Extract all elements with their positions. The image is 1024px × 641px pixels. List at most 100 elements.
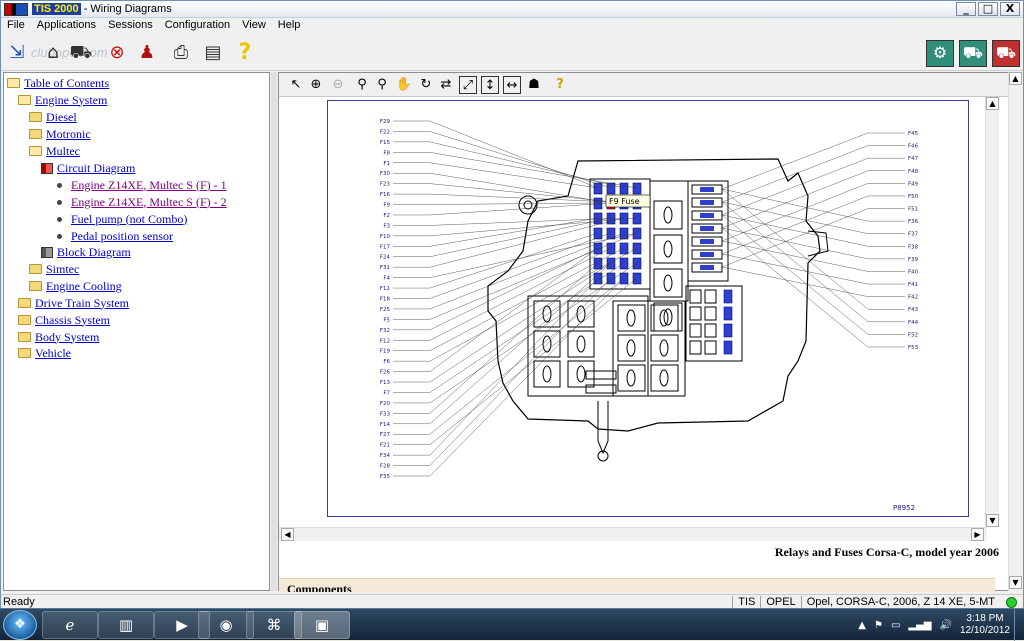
scroll-right-icon[interactable]: ▶: [971, 528, 984, 541]
title-bar[interactable]: TIS 2000 - Wiring Diagrams _ □ X: [1, 1, 1023, 18]
tree-item-diesel[interactable]: Diesel: [29, 109, 77, 125]
tree-link[interactable]: Engine Cooling: [46, 278, 122, 293]
zoom-icon[interactable]: ⚲: [357, 77, 367, 92]
fuse-right: [723, 306, 733, 321]
tis-taskbar-icon[interactable]: ▣: [294, 611, 350, 639]
tree-item-circuit-diagram[interactable]: Circuit Diagram: [41, 160, 135, 176]
car-icon[interactable]: ⛟: [69, 42, 93, 63]
page-scroll-down-icon[interactable]: ▼: [1009, 576, 1022, 589]
vehicle-service-icon[interactable]: ⛟: [992, 40, 1020, 67]
rotate-icon[interactable]: ↻: [420, 77, 432, 92]
flip-icon[interactable]: ⇄: [440, 77, 452, 92]
tree-item-fuel-pump[interactable]: Fuel pump (not Combo): [54, 211, 187, 227]
tree-link[interactable]: Simtec: [46, 261, 80, 276]
tree-item-motronic[interactable]: Motronic: [29, 126, 91, 142]
tree-item-drive-train[interactable]: Drive Train System: [18, 295, 129, 311]
zoom-out-icon[interactable]: ⊖: [332, 77, 344, 92]
tree-link[interactable]: Block Diagram: [57, 244, 131, 259]
exit-door-icon[interactable]: ⇲: [9, 42, 25, 63]
print-icon[interactable]: ⎙: [173, 42, 189, 63]
ie-browser-icon[interactable]: ℯ: [42, 611, 98, 639]
tree-link[interactable]: Diesel: [46, 109, 77, 124]
tree-item-block-diagram[interactable]: Block Diagram: [41, 244, 131, 260]
maximize-button[interactable]: □: [978, 2, 998, 16]
clock[interactable]: 3:18 PM 12/10/2012: [960, 613, 1010, 637]
menu-help[interactable]: Help: [277, 19, 301, 31]
tree-item-vehicle[interactable]: Vehicle: [18, 345, 71, 361]
start-button-icon[interactable]: ❖: [3, 610, 37, 640]
tree-item-pedal-sensor[interactable]: Pedal position sensor: [54, 228, 173, 244]
home-icon[interactable]: ⌂: [47, 42, 59, 63]
menu-configuration[interactable]: Configuration: [164, 19, 231, 31]
keyboard-icon[interactable]: ▤: [204, 42, 222, 63]
fit-width-icon[interactable]: ↔: [503, 76, 521, 94]
network-icon[interactable]: ▂▄▆: [908, 619, 932, 631]
tree-item-body[interactable]: Body System: [18, 329, 99, 345]
menu-file[interactable]: File: [7, 19, 25, 31]
window-title: TIS 2000 - Wiring Diagrams: [32, 3, 172, 15]
tree-item-z14xe-2[interactable]: Engine Z14XE, Multec S (F) - 2: [54, 194, 227, 210]
page-scroll-up-icon[interactable]: ▲: [1009, 72, 1022, 85]
tree-item-toc[interactable]: Table of Contents: [7, 75, 109, 91]
explorer-folder-icon[interactable]: ▥: [98, 611, 154, 639]
tree-link[interactable]: Chassis System: [35, 312, 111, 327]
volume-icon[interactable]: 🔊: [939, 619, 952, 631]
stop-cancel-icon[interactable]: ⊗: [109, 42, 125, 63]
tree-item-multec[interactable]: Multec: [29, 143, 80, 159]
zoom-in-icon[interactable]: ⊕: [310, 77, 322, 92]
highlight-icon[interactable]: ☗: [528, 77, 540, 92]
help-question-icon[interactable]: ?: [238, 40, 252, 65]
mini-fuse: [632, 227, 642, 240]
tree-link[interactable]: Circuit Diagram: [57, 160, 136, 175]
tree-item-z14xe-1[interactable]: Engine Z14XE, Multec S (F) - 1: [54, 177, 227, 193]
relay: [653, 234, 683, 264]
scroll-down-icon[interactable]: ▼: [986, 514, 999, 527]
tree-link[interactable]: Table of Contents: [24, 75, 110, 90]
page-vertical-scrollbar[interactable]: ▲ ▼: [1008, 72, 1022, 591]
tree-item-engine-system[interactable]: Engine System: [18, 92, 107, 108]
tree-item-engine-cooling[interactable]: Engine Cooling: [29, 278, 122, 294]
tray-expand-icon[interactable]: ▲: [858, 619, 866, 631]
pan-hand-icon[interactable]: ✋: [395, 77, 413, 92]
menu-applications[interactable]: Applications: [36, 19, 97, 31]
tree-link[interactable]: Drive Train System: [35, 295, 130, 310]
tree-link[interactable]: Multec: [46, 143, 80, 158]
pane-splitter[interactable]: [271, 72, 277, 591]
viewer-vertical-scrollbar[interactable]: ▲ ▼: [985, 97, 999, 527]
menu-view[interactable]: View: [242, 19, 266, 31]
bullet-icon: [57, 233, 62, 239]
device-icon[interactable]: ▭: [890, 619, 901, 631]
workshop-icon[interactable]: ⚙: [926, 40, 954, 67]
relay-socket: [617, 364, 646, 392]
media-player-icon[interactable]: ▶: [154, 611, 210, 639]
show-desktop-button[interactable]: [1014, 609, 1024, 641]
help-icon[interactable]: ?: [556, 77, 564, 92]
tree-link[interactable]: Pedal position sensor: [71, 228, 173, 243]
action-center-flag-icon[interactable]: ⚑: [873, 619, 883, 631]
scroll-left-icon[interactable]: ◀: [281, 528, 294, 541]
vehicle-diagnostic-icon[interactable]: ⛟: [959, 40, 987, 67]
tree-link[interactable]: Engine Z14XE, Multec S (F) - 2: [71, 194, 227, 209]
viewer-horizontal-scrollbar[interactable]: ◀ ▶: [279, 527, 987, 541]
tree-link[interactable]: Motronic: [46, 126, 91, 141]
zoom-region-icon[interactable]: ⚲: [377, 77, 387, 92]
pointer-icon[interactable]: ↖: [290, 77, 302, 92]
tree-link[interactable]: Vehicle: [35, 345, 71, 360]
menu-sessions[interactable]: Sessions: [108, 19, 153, 31]
fuse-block-right: [685, 285, 743, 362]
pdf-reader-icon[interactable]: ⌘: [246, 611, 302, 639]
tree-link[interactable]: Body System: [35, 329, 100, 344]
fit-page-icon[interactable]: ⤢: [459, 76, 477, 94]
tree-item-chassis[interactable]: Chassis System: [18, 312, 110, 328]
tree-item-simtec[interactable]: Simtec: [29, 261, 79, 277]
tree-link[interactable]: Engine Z14XE, Multec S (F) - 1: [71, 177, 227, 192]
close-button[interactable]: X: [1000, 2, 1020, 16]
minimize-button[interactable]: _: [956, 2, 976, 16]
scroll-up-icon[interactable]: ▲: [986, 97, 999, 110]
tree-link[interactable]: Fuel pump (not Combo): [71, 211, 188, 226]
fit-height-icon[interactable]: ↕: [481, 76, 499, 94]
tree-link[interactable]: Engine System: [35, 92, 108, 107]
tis-logo-icon: [4, 2, 28, 16]
chrome-icon[interactable]: ◉: [198, 611, 254, 639]
user-person-icon[interactable]: ♟: [138, 42, 156, 63]
